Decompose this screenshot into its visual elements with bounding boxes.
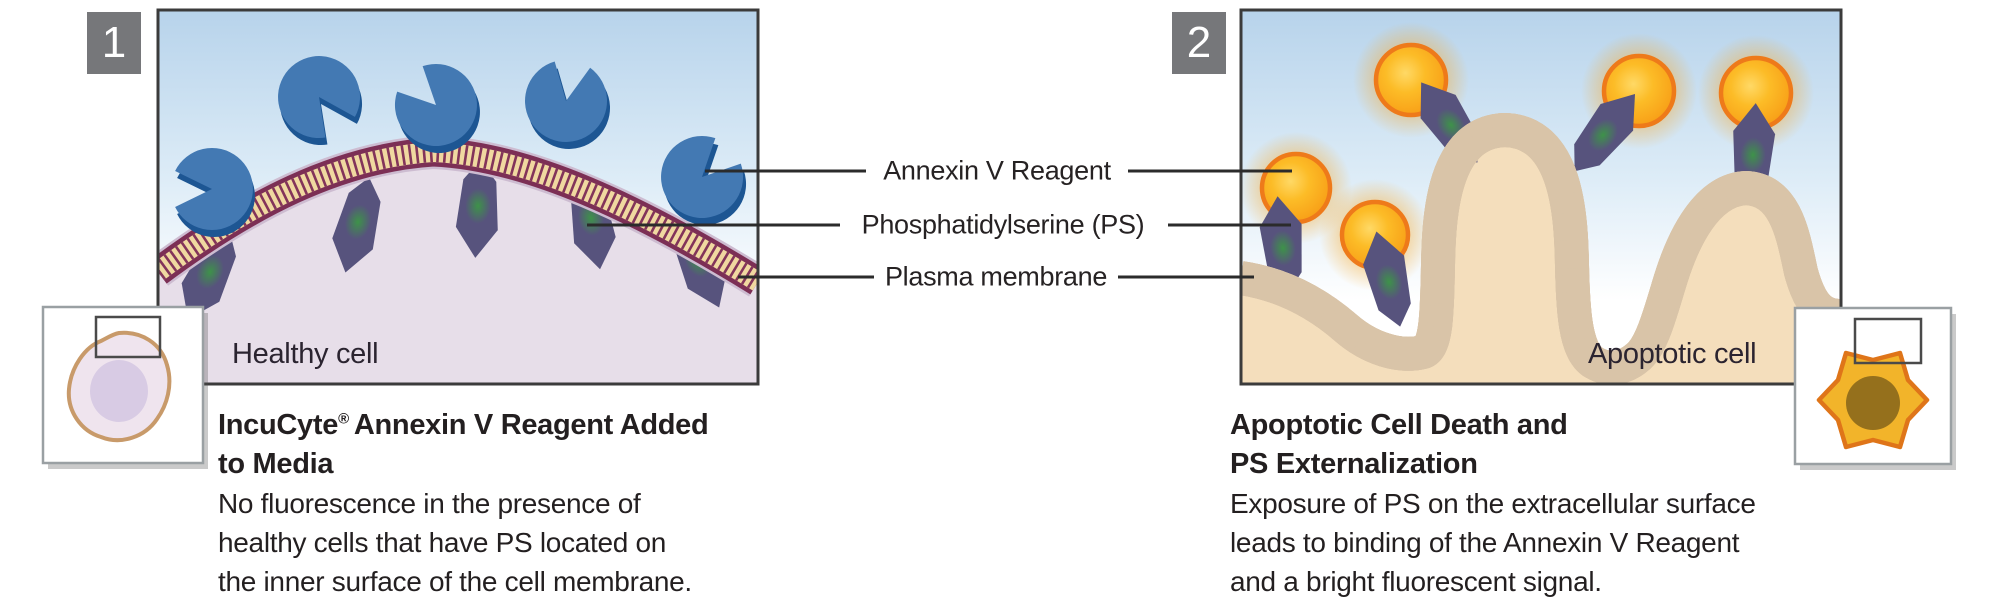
step2-description-line2: leads to binding of the Annexin V Reagen… xyxy=(1230,527,1740,558)
step2-number-badge: 2 xyxy=(1172,12,1226,74)
step1-title-line2: to Media xyxy=(218,448,334,480)
registered-trademark-symbol: ® xyxy=(338,410,349,428)
healthy-cell-nucleus xyxy=(90,360,148,422)
panel1-border xyxy=(156,8,760,386)
step1-text-block: IncuCyte®Annexin V Reagent Added to Medi… xyxy=(218,406,858,601)
zoom-region-indicator xyxy=(1853,317,1923,365)
apoptotic-cell-caption: Apoptotic cell xyxy=(1588,338,1757,370)
step1-description-line1: No fluorescence in the presence of xyxy=(218,488,641,519)
phosphatidylserine-label: Phosphatidylserine (PS) xyxy=(853,208,1153,242)
healthy-cell-caption: Healthy cell xyxy=(232,338,379,370)
apoptotic-cytoplasm xyxy=(1241,130,1841,384)
step1-number-badge: 1 xyxy=(87,12,141,74)
step2-title-line1: Apoptotic Cell Death and xyxy=(1230,409,1568,441)
step1-description-line3: the inner surface of the cell membrane. xyxy=(218,566,692,597)
annexin-v-reagent-label: Annexin V Reagent xyxy=(875,154,1119,188)
apoptotic-cell-nucleus xyxy=(1846,376,1900,430)
step2-description-line3: and a bright fluorescent signal. xyxy=(1230,566,1602,597)
panel-apoptotic-cell xyxy=(1241,10,1841,384)
callout-leader-lines xyxy=(587,169,1292,279)
plasma-membrane-blebbed xyxy=(1241,112,1841,384)
step1-title-line1: IncuCyte®Annexin V Reagent Added xyxy=(218,409,709,441)
plasma-membrane-label: Plasma membrane xyxy=(876,260,1116,294)
panel2-border xyxy=(1239,8,1843,386)
step2-description-line1: Exposure of PS on the extracellular surf… xyxy=(1230,488,1756,519)
step1-description-line2: healthy cells that have PS located on xyxy=(218,527,667,558)
panel-healthy-cell xyxy=(158,10,758,384)
step2-title-line2: PS Externalization xyxy=(1230,448,1478,480)
apoptotic-cell-inset xyxy=(1793,306,1956,470)
step2-text-block: Apoptotic Cell Death and PS Externalizat… xyxy=(1230,406,1870,601)
zoom-region-indicator xyxy=(94,315,162,359)
healthy-cell-inset xyxy=(41,305,208,469)
